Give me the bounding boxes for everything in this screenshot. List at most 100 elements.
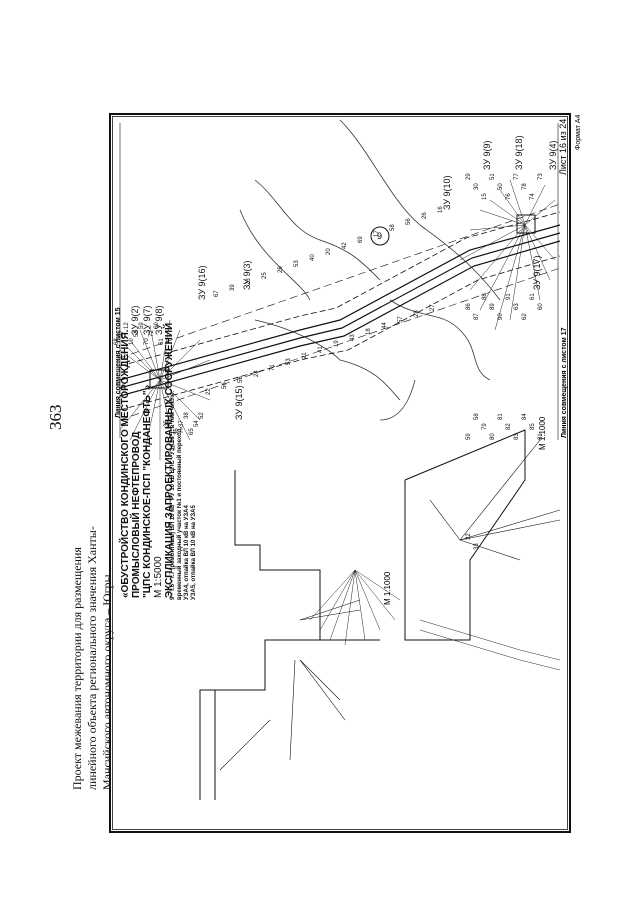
point-label: 16 xyxy=(438,206,444,213)
point-label: 60 xyxy=(154,322,160,329)
bottom-match-line-label: Линия совмещения с листом 17 xyxy=(561,327,568,438)
top-match-line-label: Линия совмещения с листом 15 xyxy=(115,307,122,418)
zone-label-1: ЗУ 9(2) xyxy=(130,305,140,335)
point-label: 25 xyxy=(262,272,268,279)
point-label: 44 xyxy=(382,322,388,329)
point-label: 69 xyxy=(358,236,364,243)
point-label: 18 xyxy=(366,328,372,335)
point-label: 88 xyxy=(482,293,488,300)
node-square-1 xyxy=(149,369,169,389)
point-label: 27 xyxy=(430,304,436,311)
point-label: 19 xyxy=(334,340,340,347)
zone-label-11: ЗУ 9(4) xyxy=(548,140,558,170)
zone-label-7: ЗУ 9(10) xyxy=(442,175,452,210)
terrain-contours xyxy=(239,119,501,421)
point-label: 15 xyxy=(482,193,488,200)
point-label: 63 xyxy=(514,303,520,310)
zone-label-8: ЗУ 9(9) xyxy=(482,140,492,170)
inset-2 xyxy=(404,429,561,641)
point-label: 26 xyxy=(422,212,428,219)
point-label: 84 xyxy=(522,413,528,420)
point-labels: 6827121058597072606135343637386554522267… xyxy=(114,173,544,550)
point-label: 61 xyxy=(530,293,536,300)
circle-marker xyxy=(370,226,390,246)
point-label: 29 xyxy=(466,173,472,180)
zone-label-10: ЗУ 9(17) xyxy=(532,255,542,290)
point-label: 52 xyxy=(199,412,205,419)
inset-scale-2: М 1:1000 xyxy=(538,416,547,450)
point-label: 86 xyxy=(466,303,472,310)
point-label: 68 xyxy=(114,338,120,345)
point-label: 30 xyxy=(474,183,480,190)
zone-labels: ЗУ 9(2) ЗУ 9(7) ЗУ 9(8) ЗУ 9(16) ЗУ 9(3)… xyxy=(130,135,558,420)
node-square-2 xyxy=(516,214,536,234)
point-label: 21 xyxy=(302,352,308,359)
point-label: 60 xyxy=(538,303,544,310)
point-label: 80 xyxy=(490,433,496,440)
point-label: 61 xyxy=(159,338,165,345)
point-label: 40 xyxy=(310,254,316,261)
zone-label-5: ЗУ 9(3) xyxy=(242,260,252,290)
point-label: 82 xyxy=(506,423,512,430)
point-label: 32 xyxy=(466,533,472,540)
inset-1 xyxy=(199,470,380,800)
zone-label-6: ЗУ 9(15) xyxy=(234,385,244,420)
point-label: 77 xyxy=(514,173,520,180)
point-label: 35 xyxy=(164,420,170,427)
point-label: 89 xyxy=(490,303,496,310)
point-label: 55 xyxy=(238,376,244,383)
zone-label-2: ЗУ 9(7) xyxy=(142,305,152,335)
point-label: 59 xyxy=(139,322,145,329)
point-label: 17 xyxy=(374,230,380,237)
circle-marker-label: 9 xyxy=(377,231,382,241)
point-label: 74 xyxy=(530,193,536,200)
point-label: 51 xyxy=(490,173,496,180)
point-label: 33 xyxy=(474,543,480,550)
pipeline-corridor xyxy=(119,203,561,421)
point-label: 67 xyxy=(214,290,220,297)
point-label: 59 xyxy=(466,433,472,440)
point-label: 50 xyxy=(498,183,504,190)
point-label: 90 xyxy=(498,313,504,320)
point-label: 56 xyxy=(222,382,228,389)
point-label: 38 xyxy=(184,412,190,419)
point-label: 73 xyxy=(538,173,544,180)
inset-3 xyxy=(309,569,561,671)
point-label: 53 xyxy=(294,260,300,267)
point-label: 43 xyxy=(350,334,356,341)
point-label: 27 xyxy=(119,330,125,337)
point-label: 54 xyxy=(194,420,200,427)
drawing-frame-inner xyxy=(112,116,568,830)
point-label: 72 xyxy=(149,330,155,337)
point-label: 58 xyxy=(134,330,140,337)
point-label: 26 xyxy=(278,266,284,273)
point-label: 91 xyxy=(506,293,512,300)
point-label: 62 xyxy=(522,313,528,320)
point-label: 85 xyxy=(530,423,536,430)
drawing-frame xyxy=(109,113,571,833)
point-label: 57 xyxy=(398,316,404,323)
zone-label-9: ЗУ 9(18) xyxy=(514,135,524,170)
point-label: 24 xyxy=(254,370,260,377)
point-label: 20 xyxy=(326,248,332,255)
point-label: 41 xyxy=(318,346,324,353)
point-label: 65 xyxy=(189,428,195,435)
point-label: 23 xyxy=(246,278,252,285)
point-label: 58 xyxy=(390,224,396,231)
point-label: 42 xyxy=(342,242,348,249)
point-label: 79 xyxy=(482,423,488,430)
point-label: 37 xyxy=(179,420,185,427)
point-label: 22 xyxy=(206,388,212,395)
point-label: 87 xyxy=(474,313,480,320)
point-label: 70 xyxy=(144,338,150,345)
point-label: 36 xyxy=(174,428,180,435)
zone-label-4: ЗУ 9(16) xyxy=(197,265,207,300)
format-label: Формат А4 xyxy=(575,115,582,150)
point-label: 76 xyxy=(506,193,512,200)
point-label: 53 xyxy=(286,358,292,365)
point-label: 58 xyxy=(474,413,480,420)
point-label: 10 xyxy=(129,338,135,345)
zone-label-3: ЗУ 9(8) xyxy=(154,305,164,335)
point-label: 78 xyxy=(522,183,528,190)
